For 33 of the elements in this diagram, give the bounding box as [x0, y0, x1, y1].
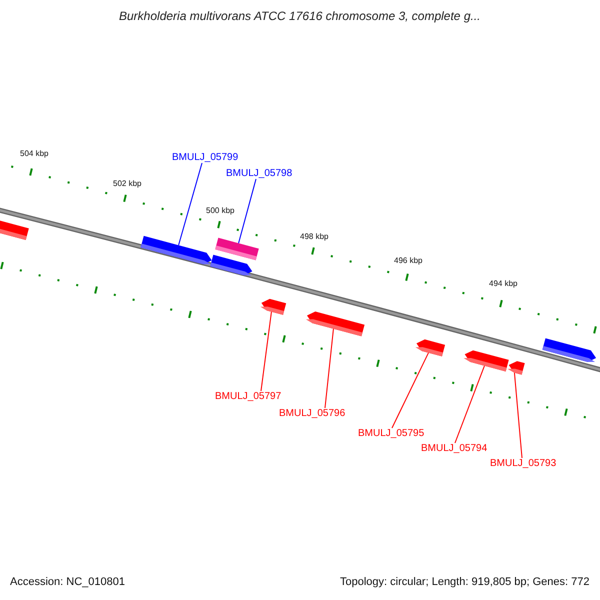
gene-block: [140, 236, 212, 264]
scale-label: 498 kbp: [300, 233, 328, 242]
leader-line: [514, 372, 522, 458]
gene-label: BMULJ_05796: [279, 408, 346, 419]
scale-label: 494 kbp: [489, 280, 518, 289]
gene-label: BMULJ_05798: [226, 168, 292, 179]
gene-block: [542, 338, 596, 362]
scale-label: 500 kbp: [206, 207, 234, 216]
leader-line: [324, 328, 334, 408]
leader-line: [392, 352, 429, 428]
scale-label: 504 kbp: [20, 150, 48, 159]
leader-line: [178, 162, 202, 246]
gene-label: BMULJ_05794: [421, 443, 488, 454]
gene-block: [415, 339, 446, 356]
gene-label: BMULJ_05799: [172, 152, 238, 163]
gene-block: [215, 238, 259, 260]
leader-line: [260, 311, 272, 392]
title-text: Burkholderia multivorans ATCC 17616 chromosome 3, complete g...: [119, 10, 480, 24]
gene-label: BMULJ_05793: [490, 458, 556, 469]
gene-block: [306, 312, 365, 336]
leader-line: [454, 365, 485, 444]
scale-label: 496 kbp: [394, 257, 422, 266]
gene-block: [508, 361, 525, 375]
gene-label: BMULJ_05795: [358, 428, 424, 439]
gene-block: [0, 220, 29, 240]
gene-block: [260, 298, 286, 315]
scale-label: 502 kbp: [113, 180, 142, 189]
gene-block: [210, 254, 252, 276]
leader-line: [238, 178, 256, 244]
gene-block: [464, 350, 509, 372]
footer-text: Accession: NC_010801: [10, 576, 125, 588]
gene-label: BMULJ_05797: [215, 391, 282, 402]
footer-text: Topology: circular; Length: 919,805 bp; Genes: 772: [340, 576, 590, 588]
